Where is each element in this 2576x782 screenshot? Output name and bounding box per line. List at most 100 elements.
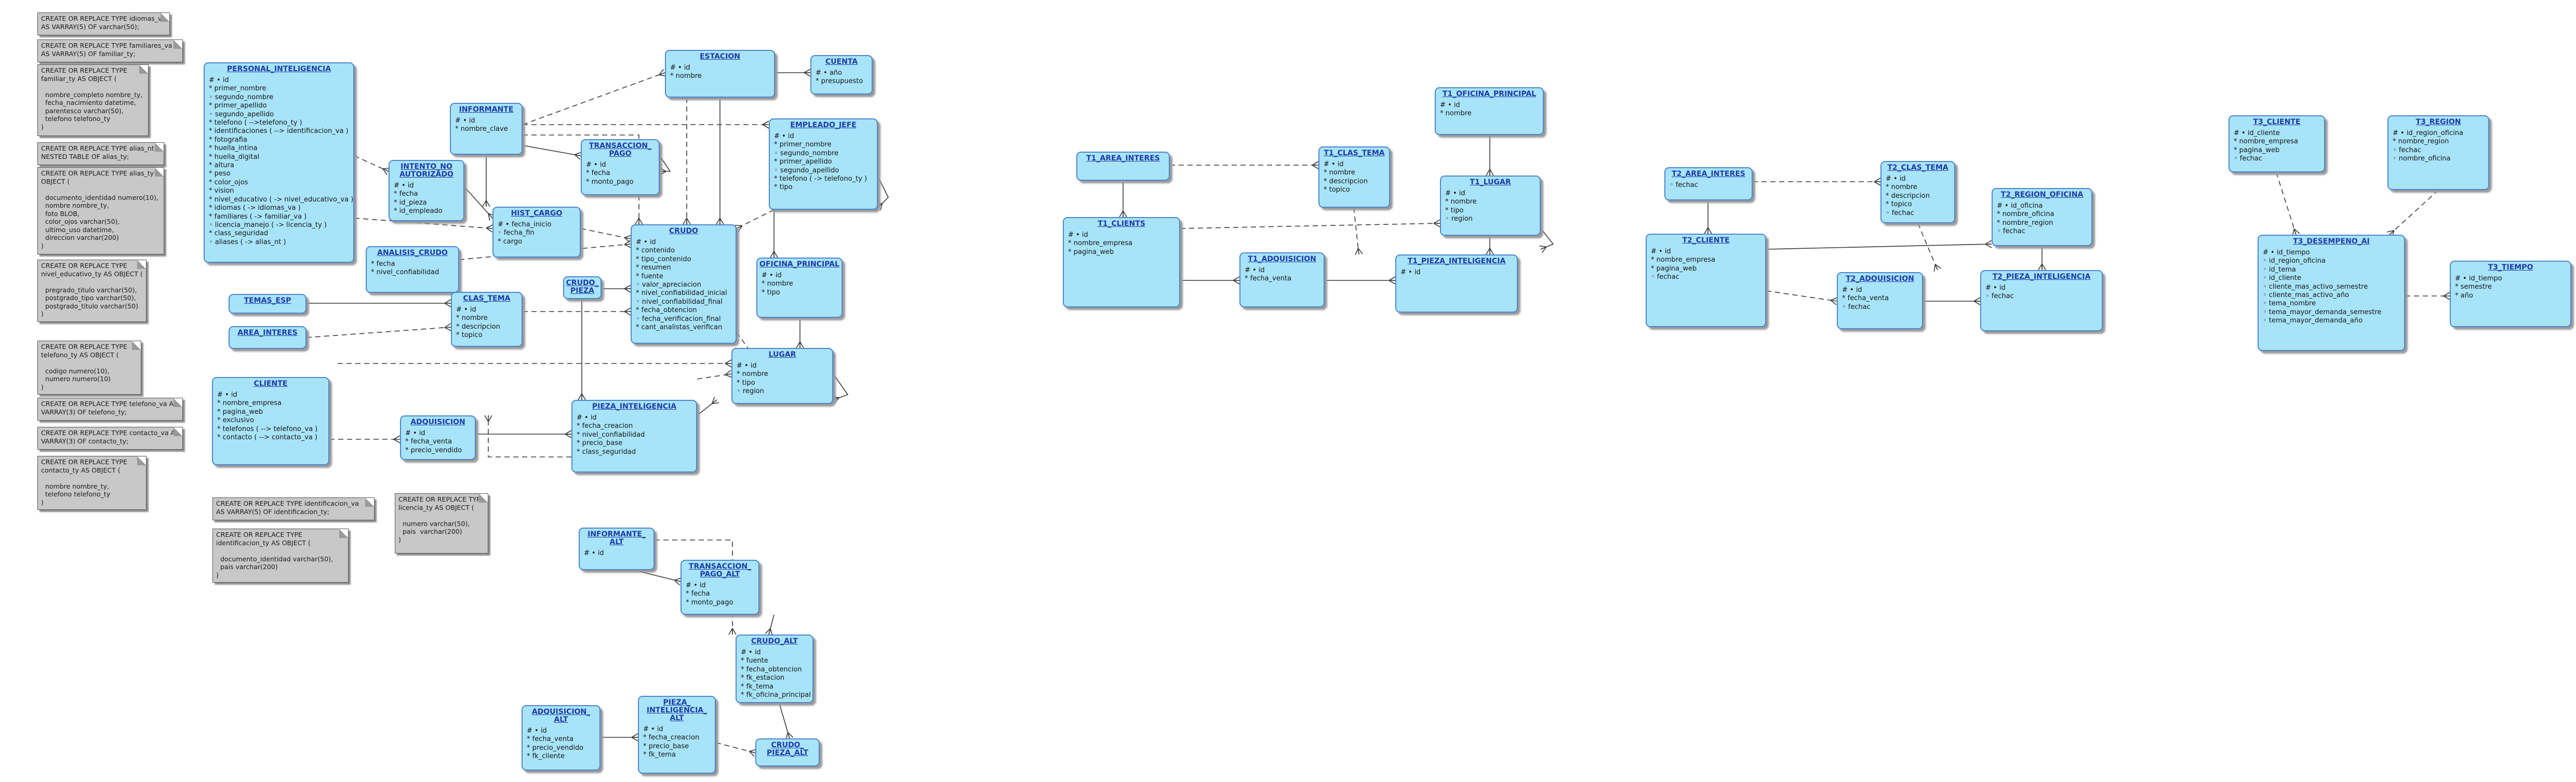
entity-pieza-alt[interactable]: PIEZA_ INTELIGENCIA_ ALT# • id* fecha_cr… [638,696,716,774]
entity-t3-cliente[interactable]: T3_CLIENTE# • id_cliente* nombre_empresa… [2228,115,2325,172]
entity-t3-region[interactable]: T3_REGION# • id_region_oficina* nombre_r… [2387,115,2489,190]
entity-t3-desempeno[interactable]: T3_DESEMPENO_AI# • id_tiempo◦ id_region_… [2258,235,2405,351]
crows-foot-marker [1985,240,1992,248]
entity-title: CRUDO_ALT [751,637,798,645]
entity-attribute: * peso [209,170,231,178]
entity-attribute: * precio_base [643,742,689,750]
entity-t1-pieza[interactable]: T1_PIEZA_INTELIGENCIA# • id [1395,254,1518,313]
entity-t2-adq[interactable]: T2_ADQUISICION# • id* fecha_venta◦ fecha… [1837,272,1923,329]
entity-lugar[interactable]: LUGAR# • id* nombre* tipo◦ region [731,348,833,404]
crows-foot-marker [2292,228,2300,236]
entity-estacion[interactable]: ESTACION# • id* nombre [665,50,775,98]
entity-attribute: * telefono ( -> telefono_ty ) [774,175,867,183]
entity-cliente[interactable]: CLIENTE# • id* nombre_empresa* pagina_we… [212,377,329,465]
entity-transaccion[interactable]: TRANSACCION_ PAGO# • id* fecha* monto_pa… [581,139,660,195]
entity-attribute: * tipo [774,183,793,192]
entity-attribute: ◦ segundo_nombre [774,149,839,157]
entity-attribute: * cargo [498,237,523,246]
entity-title: TEMAS_ESP [244,296,291,305]
entity-crudo-alt[interactable]: CRUDO_ALT# • id* fuente* fecha_obtencion… [736,635,813,703]
entity-attribute: * descripcion [456,322,500,331]
entity-attribute: * nombre [670,72,702,80]
entity-intento[interactable]: INTENTO_NO AUTORIZADO# • id* fecha* id_p… [389,160,464,221]
entity-attribute: # • id [1445,190,1465,197]
entity-attribute: ◦ fecha_fin [498,229,535,237]
crows-foot-marker [631,733,638,741]
sql-type-note: CREATE OR REPLACE TYPE telefono_ty AS OB… [37,341,141,395]
relationship-line [459,244,631,260]
entity-t1-oficina[interactable]: T1_OFICINA_PRINCIPAL# • id* nombre [1435,87,1544,135]
entity-t1-clients[interactable]: T1_CLIENTS# • id* nombre_empresa* pagina… [1063,217,1180,307]
entity-attribute: * monto_pago [586,178,634,186]
entity-attribute: * descripcion [1886,192,1930,200]
entity-t1-area[interactable]: T1_AREA_INTERES [1076,152,1170,181]
crows-foot-marker [1704,227,1712,234]
entity-attribute-list: # • id* fecha_venta* precio_vendido [401,426,475,455]
note-fold-corner [155,143,164,152]
entity-attribute-list: ◦ fechac [1665,178,1752,190]
entity-oficina[interactable]: OFICINA_PRINCIPAL# • id* nombre* tipo [756,258,843,318]
entity-attribute: ◦ tema_nombre [2263,300,2316,308]
entity-attribute-list: # • año* presupuesto [811,66,872,86]
entity-area-interes[interactable]: AREA_INTERES [229,326,306,349]
entity-informante-alt[interactable]: INFORMANTE_ ALT# • id [579,528,655,570]
entity-attribute: ◦ fechac [1670,181,1698,189]
entity-attribute: * fecha_obtencion [741,665,802,673]
entity-title: T1_ADQUISICION [1248,255,1316,263]
entity-t3-tiempo[interactable]: T3_TIEMPO# • id_tiempo* semestre* año [2450,261,2571,327]
entity-attribute: * contenido [636,247,675,255]
crows-foot-marker [770,251,778,258]
relationship-line [2389,190,2439,235]
entity-analisis[interactable]: ANALISIS_CRUDO* fecha* nivel_confiabilid… [366,246,459,293]
sql-type-note: CREATE OR REPLACE TYPE nivel_educativo_t… [37,260,146,322]
entity-adquisicion[interactable]: ADQUISICION# • id* fecha_venta* precio_v… [400,415,476,460]
entity-t2-pieza[interactable]: T2_PIEZA_INTELIGENCIA# • id◦ fechac [1980,270,2103,331]
entity-attribute-list: # • id* nombre* tipo◦ region [732,359,832,396]
crows-foot-marker [1933,264,1941,272]
crows-foot-marker [716,218,724,225]
crows-foot-marker [1973,297,1981,305]
entity-attribute-list: # • id* nombre_clave [451,114,522,134]
crows-foot-marker [484,415,492,422]
entity-personal[interactable]: PERSONAL_INTELIGENCIA# • id* primer_nomb… [204,62,354,263]
entity-attribute: * precio_vendido [527,744,584,752]
entity-attribute: ◦ nivel_confiabilidad_final [636,298,723,306]
entity-attribute: # • id [1400,268,1421,276]
entity-t2-clas[interactable]: T2_CLAS_TEMA# • id* nombre* descripcion*… [1880,161,1955,223]
entity-t2-region[interactable]: T2_REGION_OFICINA# • id_oficina* nombre_… [1992,188,2092,246]
entity-informante[interactable]: INFORMANTE# • id* nombre_clave [450,103,523,155]
entity-attribute-list: # • id* nombre* descripcion* topico◦ fec… [1881,172,1954,218]
entity-crudo-pieza-alt[interactable]: CRUDO_ PIEZA_ALT [755,738,820,766]
relationship-line [736,209,775,229]
entity-adquisicion-alt[interactable]: ADQUISICION_ ALT# • id* fecha_venta* pre… [522,705,600,771]
crows-foot-marker [482,200,490,207]
entity-attribute: * nombre [1324,169,1355,177]
entity-empleado[interactable]: EMPLEADO_JEFE# • id* primer_nombre◦ segu… [769,118,878,210]
entity-transaccion-alt[interactable]: TRANSACCION_ PAGO_ALT# • id* fecha* mont… [680,560,759,615]
entity-title: T1_AREA_INTERES [1086,154,1160,163]
entity-attribute: ◦ fechac [1886,209,1914,217]
entity-attribute: * tipo [762,288,780,296]
entity-temas-esp[interactable]: TEMAS_ESP [229,294,306,314]
note-fold-corner [137,260,146,269]
entity-clas-tema[interactable]: CLAS_TEMA# • id* nombre* descripcion* to… [451,292,523,347]
entity-attribute-list: # • id◦ fechac [1981,281,2102,301]
entity-attribute: * identificaciones ( --> identificacion_… [209,127,349,136]
entity-hist-cargo[interactable]: HIST_CARGO# • fecha_inicio◦ fecha_fin* c… [492,207,581,258]
entity-attribute: ◦ segundo_apellido [209,110,274,118]
entity-t2-cliente[interactable]: T2_CLIENTE# • id* nombre_empresa* pagina… [1646,234,1766,327]
entity-pieza[interactable]: PIEZA_INTELIGENCIA# • id* fecha_creacion… [571,400,697,473]
entity-crudo-pieza[interactable]: CRUDO_ PIEZA [563,276,602,299]
note-fold-corner [339,529,348,538]
entity-t1-clas[interactable]: T1_CLAS_TEMA# • id* nombre* descripcion*… [1318,146,1390,208]
crows-foot-marker [1233,276,1240,285]
entity-cuenta[interactable]: CUENTA# • año* presupuesto [810,55,873,95]
entity-attribute: ◦ valor_apreciacion [636,281,701,289]
entity-crudo[interactable]: CRUDO# • id* contenido* tipo_contenido* … [631,224,737,344]
entity-attribute: # • id [1324,160,1344,168]
entity-t1-lugar[interactable]: T1_LUGAR# • id* nombre* tipo◦ region [1440,176,1541,236]
entity-t2-area[interactable]: T2_AREA_INTERES◦ fechac [1664,167,1753,200]
entity-attribute-list: # • id [1396,265,1517,277]
entity-t1-adq[interactable]: T1_ADQUISICION# • id* fecha_venta [1239,252,1325,307]
crows-foot-marker [578,393,586,400]
